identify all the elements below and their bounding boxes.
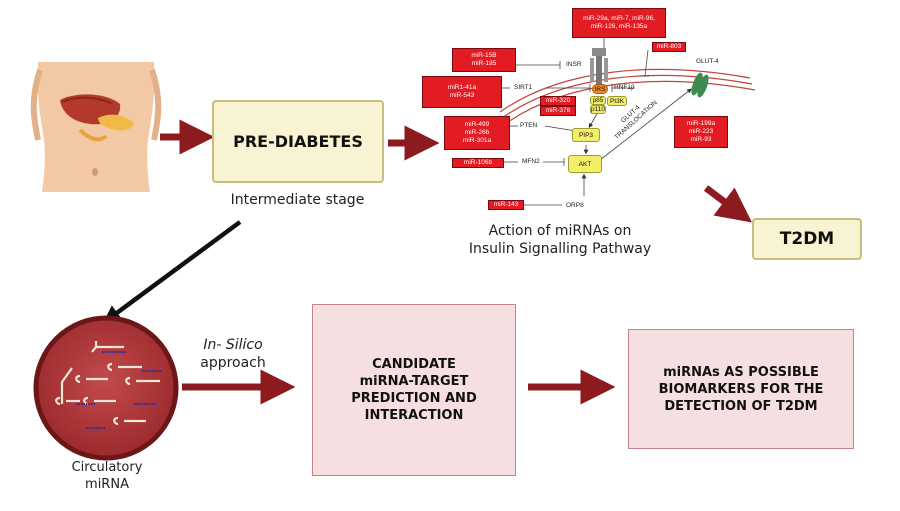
node-akt: AKT	[568, 155, 602, 173]
label-mfn2: MFN2	[522, 158, 540, 165]
mirna-box-803: miR-803	[652, 42, 686, 52]
circulatory-caption: Circulatory miRNA	[71, 460, 143, 492]
pathway-caption: Action of miRNAs on Insulin Signalling P…	[468, 223, 652, 257]
label-hnf1b: HNF1β	[614, 84, 635, 91]
label-insr: INSR	[566, 61, 582, 68]
biomarkers-box: miRNAs AS POSSIBLE BIOMARKERS FOR THE DE…	[628, 329, 854, 449]
prediabetes-title: PRE-DIABETES	[233, 132, 363, 151]
node-irs: IRS	[592, 84, 608, 94]
arrow-pathway-to-t2dm	[703, 185, 752, 223]
mirna-box-receptor-group: miR-29a, miR-7, miR-96,miR-126, miR-135a	[572, 8, 666, 38]
label-glut4: GLUT-4	[696, 58, 719, 65]
mirna-box-378: miR-378	[540, 106, 576, 116]
arrow-prediabetes-to-circulatory	[102, 220, 242, 324]
node-pi3k: PI3K	[607, 96, 627, 106]
label-pten: PTEN	[520, 122, 538, 129]
torso-illustration	[30, 62, 162, 192]
t2dm-label: T2DM	[779, 229, 835, 249]
glut4-transporter-icon	[691, 72, 709, 98]
node-p85: p85	[590, 96, 606, 105]
node-pip3: PIP3	[572, 128, 600, 142]
label-orp8: ORP8	[566, 202, 584, 209]
candidate-prediction-box: CANDIDATE miRNA-TARGET PREDICTION AND IN…	[312, 304, 516, 476]
t2dm-box: T2DM	[752, 218, 862, 260]
label-sirt1: SIRT1	[514, 84, 533, 91]
insilico-label: In- Silico approach	[200, 337, 266, 371]
pathway-connectors	[502, 30, 692, 206]
insulin-receptor-icon	[590, 48, 608, 86]
node-p110: p110	[590, 105, 606, 114]
mirna-box-143: miR-143	[488, 200, 524, 210]
intermediate-stage-caption: Intermediate stage	[230, 192, 365, 208]
circulatory-mirna-illustration	[33, 315, 179, 461]
cell-membrane	[499, 68, 756, 125]
mirna-box-106b: miR-106b	[452, 158, 504, 168]
mirna-box-320: miR-320	[540, 96, 576, 106]
prediabetes-box: PRE-DIABETES	[212, 100, 384, 183]
